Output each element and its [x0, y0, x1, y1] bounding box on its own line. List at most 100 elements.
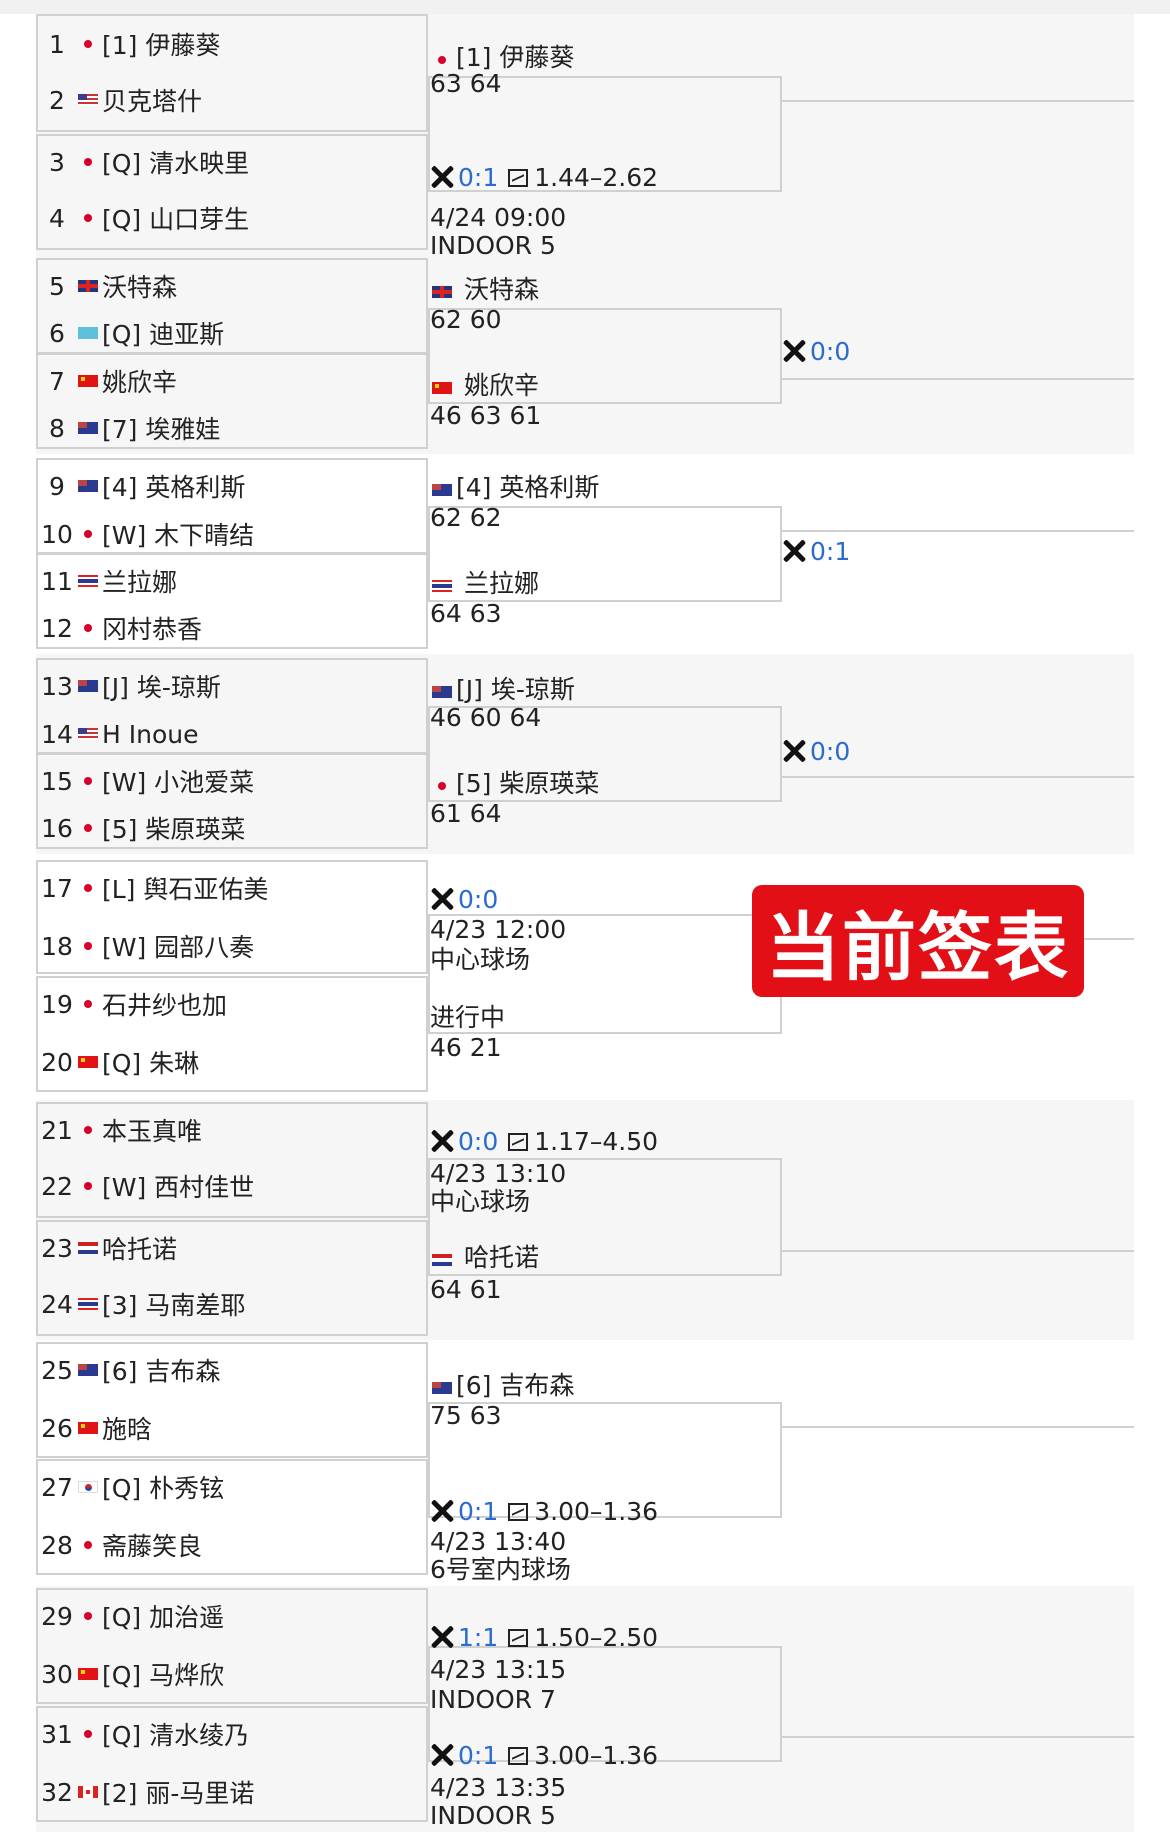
draw-position: 4 [49, 203, 65, 233]
match-text: 75 63 [430, 1401, 502, 1430]
match-text: 中心球场 [430, 945, 531, 974]
player-row[interactable]: 9[4] 英格利斯 [36, 458, 424, 514]
player-row[interactable]: 18[W] 园部八奏 [36, 918, 424, 974]
player-row[interactable]: 21 本玉真唯 [36, 1102, 424, 1158]
r2-match-box[interactable] [428, 1646, 782, 1762]
r3-h2h[interactable]: 0:0 [782, 338, 850, 366]
r2-match-box[interactable] [428, 706, 782, 802]
odds-chart-icon[interactable] [508, 169, 529, 187]
h2h-record[interactable]: 0:1 [810, 537, 851, 566]
h2h-record[interactable]: 0:0 [810, 337, 851, 366]
h2h-record[interactable]: 0:1 [458, 1497, 499, 1526]
draw-position: 13 [41, 671, 73, 701]
player-row[interactable]: 13[J] 埃-琼斯 [36, 658, 424, 714]
r2-player: [5] 柴原瑛菜 [430, 770, 599, 798]
player-row[interactable]: 2 贝克塔什 [36, 72, 424, 128]
player-row[interactable]: 28 斋藤笑良 [36, 1517, 424, 1573]
player-row[interactable]: 25[6] 吉布森 [36, 1342, 424, 1398]
player-row[interactable]: 19 石井纱也加 [36, 976, 424, 1032]
odds-chart-icon[interactable] [508, 1503, 529, 1521]
player-row[interactable]: 26 施晗 [36, 1400, 424, 1456]
h2h-icon[interactable] [430, 1129, 454, 1153]
player-name: 施晗 [102, 1415, 153, 1444]
h2h-icon[interactable] [430, 165, 454, 189]
h2h-icon[interactable] [430, 1499, 454, 1523]
player-row[interactable]: 22[W] 西村佳世 [36, 1158, 424, 1214]
r2-player: [1] 伊藤葵 [430, 44, 574, 72]
r2-match-box[interactable] [428, 1402, 782, 1518]
bracket-connector [782, 530, 1134, 532]
odds-chart-icon[interactable] [508, 1629, 529, 1647]
h2h-icon[interactable] [782, 539, 806, 563]
player-name: [7] 埃雅娃 [102, 415, 221, 444]
player-row[interactable]: 24[3] 马南差耶 [36, 1276, 424, 1332]
match-text: [6] 吉布森 [456, 1371, 575, 1400]
match-info: 62 60 [430, 306, 502, 334]
player-row[interactable]: 11 兰拉娜 [36, 553, 424, 609]
player-row[interactable]: 1[1] 伊藤葵 [36, 16, 424, 72]
h2h-icon[interactable] [430, 1743, 454, 1767]
player-name: [Q] 山口芽生 [102, 205, 250, 234]
match-text: [J] 埃-琼斯 [456, 675, 575, 704]
r1-match-box [36, 976, 428, 1092]
player-row[interactable]: 32[2] 丽-马里诺 [36, 1764, 424, 1820]
player-row[interactable]: 17[L] 舆石亚佑美 [36, 860, 424, 916]
player-row[interactable]: 29[Q] 加治遥 [36, 1588, 424, 1644]
player-row[interactable]: 23 哈托诺 [36, 1220, 424, 1276]
player-row[interactable]: 6[Q] 迪亚斯 [36, 305, 424, 361]
odds-chart-icon[interactable] [508, 1133, 529, 1151]
match-text: 46 21 [430, 1033, 502, 1062]
player-row[interactable]: 12 冈村恭香 [36, 600, 424, 656]
match-text: 哈托诺 [456, 1243, 539, 1272]
r1-match-box [36, 1459, 428, 1575]
h2h-record[interactable]: 0:1 [458, 1741, 499, 1770]
h2h-record[interactable]: 0:1 [458, 163, 499, 192]
h2h-record[interactable]: 0:0 [810, 737, 851, 766]
r2-match-box[interactable] [428, 1158, 782, 1276]
r2-match-box[interactable] [428, 506, 782, 602]
match-text: [4] 英格利斯 [456, 473, 600, 502]
h2h-icon[interactable] [782, 739, 806, 763]
match-text: 进行中 [430, 1003, 506, 1032]
player-row[interactable]: 16[5] 柴原瑛菜 [36, 800, 424, 856]
player-row[interactable]: 15[W] 小池爱菜 [36, 753, 424, 809]
player-row[interactable]: 30[Q] 马烨欣 [36, 1646, 424, 1702]
player-row[interactable]: 7 姚欣辛 [36, 353, 424, 409]
player-row[interactable]: 20[Q] 朱琳 [36, 1034, 424, 1090]
match-text: 62 60 [430, 305, 502, 334]
player-name: [6] 吉布森 [102, 1357, 221, 1386]
r2-match-box[interactable] [428, 308, 782, 404]
h2h-icon[interactable] [430, 887, 454, 911]
r2-player: 沃特森 [430, 276, 539, 304]
r1-match-box [36, 353, 428, 449]
r3-h2h[interactable]: 0:0 [782, 738, 850, 766]
player-row[interactable]: 14 H Inoue [36, 706, 424, 762]
player-row[interactable]: 10[W] 木下晴结 [36, 506, 424, 562]
r3-h2h[interactable]: 0:1 [782, 538, 850, 566]
player-row[interactable]: 31[Q] 清水绫乃 [36, 1706, 424, 1762]
r2-player: 哈托诺 [430, 1244, 539, 1272]
player-row[interactable]: 4 [Q] 山口芽生 [36, 190, 424, 246]
h2h-icon[interactable] [430, 1625, 454, 1649]
player-row[interactable]: 27[Q] 朴秀铉 [36, 1459, 424, 1515]
player-name: 冈村恭香 [102, 615, 203, 644]
r2-player: [6] 吉布森 [430, 1372, 574, 1400]
h2h-record[interactable]: 0:0 [458, 885, 499, 914]
player-row[interactable]: 5 沃特森 [36, 258, 424, 314]
h2h-record[interactable]: 0:0 [458, 1127, 499, 1156]
r1-match-box [36, 1102, 428, 1218]
h2h-record[interactable]: 1:1 [458, 1623, 499, 1652]
block-band-8 [36, 1586, 1134, 1832]
match-info: 进行中 [430, 1004, 505, 1032]
player-row[interactable]: 3[Q] 清水映里 [36, 134, 424, 190]
h2h-icon[interactable] [782, 339, 806, 363]
player-name: 斋藤笑良 [102, 1532, 203, 1561]
r2-match-box[interactable] [428, 76, 782, 192]
odds-chart-icon[interactable] [508, 1747, 529, 1765]
player-row[interactable]: 8[7] 埃雅娃 [36, 400, 424, 456]
draw-position: 18 [41, 931, 73, 961]
bracket-connector [782, 100, 1134, 102]
draw-position: 15 [41, 766, 73, 796]
